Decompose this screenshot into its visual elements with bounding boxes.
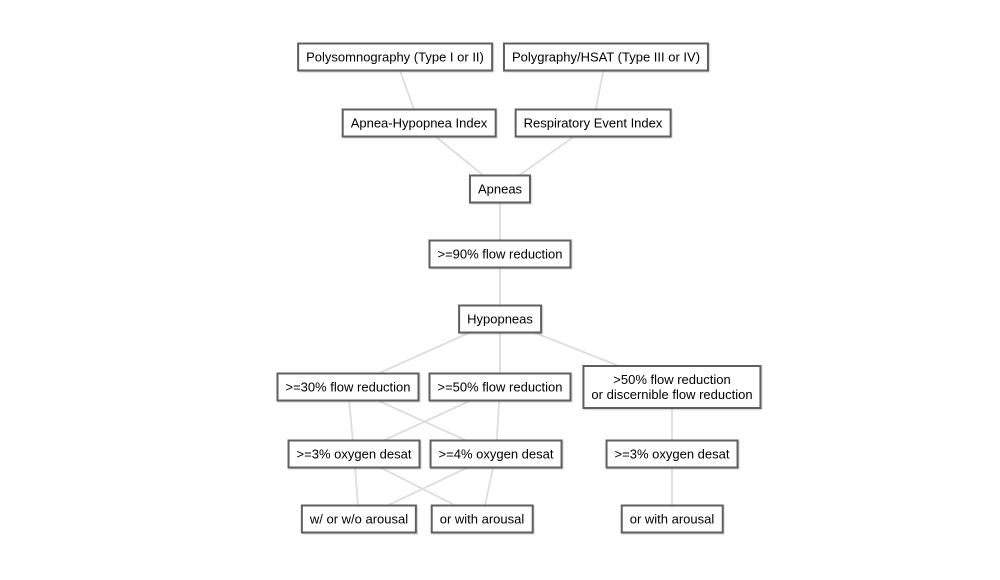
- node-hsat[interactable]: Polygraphy/HSAT (Type III or IV): [502, 42, 710, 72]
- node-flow50[interactable]: >=50% flow reduction: [428, 372, 572, 402]
- node-arousal-with-1[interactable]: or with arousal: [430, 504, 534, 534]
- node-apneas[interactable]: Apneas: [468, 174, 532, 204]
- node-flow30[interactable]: >=30% flow reduction: [276, 372, 420, 402]
- node-psg[interactable]: Polysomnography (Type I or II): [297, 42, 493, 72]
- node-arousal-wo[interactable]: w/ or w/o arousal: [300, 504, 418, 534]
- node-rei[interactable]: Respiratory Event Index: [514, 108, 672, 138]
- node-hypopneas[interactable]: Hypopneas: [458, 304, 542, 334]
- node-flow50disc[interactable]: >50% flow reduction or discernible flow …: [582, 365, 762, 409]
- node-flow90[interactable]: >=90% flow reduction: [428, 239, 572, 269]
- node-arousal-with-2[interactable]: or with arousal: [620, 504, 724, 534]
- node-desat3-left[interactable]: >=3% oxygen desat: [287, 439, 421, 469]
- node-desat4[interactable]: >=4% oxygen desat: [429, 439, 563, 469]
- node-ahi[interactable]: Apnea-Hypopnea Index: [341, 108, 497, 138]
- node-desat3-right[interactable]: >=3% oxygen desat: [605, 439, 739, 469]
